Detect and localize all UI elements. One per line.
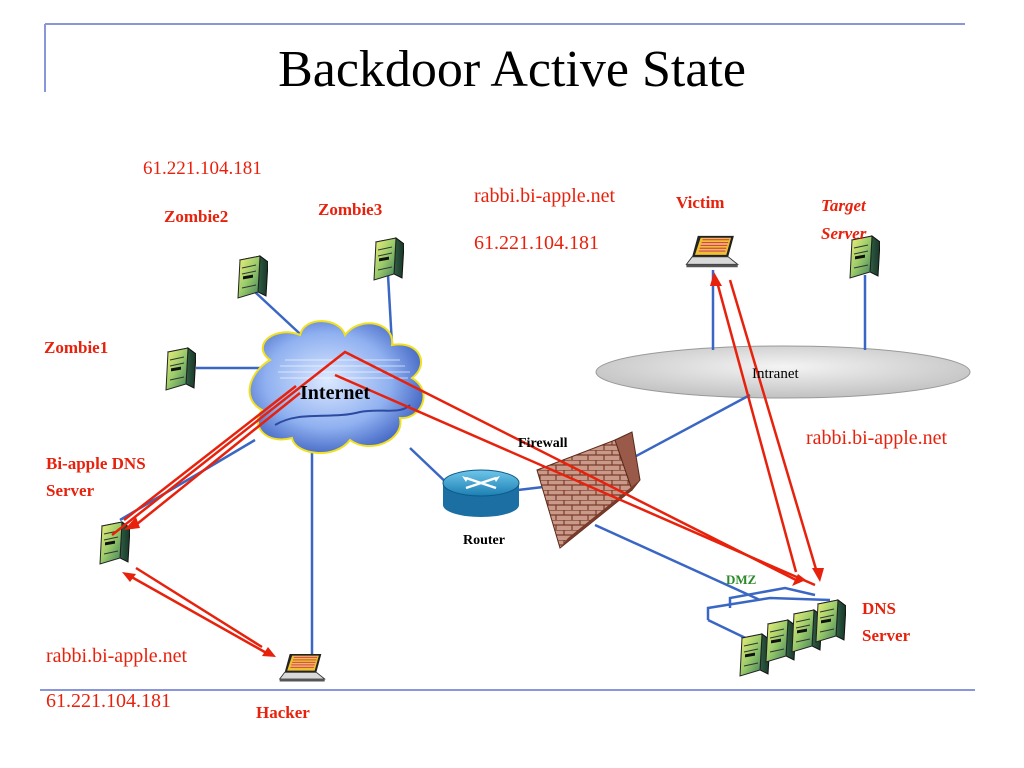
- attack-paths: [111, 272, 824, 657]
- bi-apple-dns-label-line2: Server: [46, 481, 95, 500]
- hacker-laptop-icon: [279, 653, 326, 683]
- zombie3-label: Zombie3: [318, 200, 383, 219]
- dmz-bus-3: [728, 586, 816, 608]
- target-server-label-line1: Target: [821, 196, 866, 215]
- firewall-icon: [536, 431, 641, 549]
- dmz-label: DMZ: [726, 572, 757, 587]
- path-internet-dns-1: [111, 350, 801, 584]
- zombie2-label: Zombie2: [164, 207, 229, 226]
- dmz-bus-1: [706, 596, 831, 620]
- path-bi-dns-internet-2: [123, 385, 297, 521]
- path-bi-dns-hacker-2: [135, 566, 263, 649]
- target-server-label-line2: Server: [821, 224, 867, 243]
- bi-apple-dns-label-line1: Bi-apple DNS: [46, 454, 146, 473]
- domain-label-top: rabbi.bi-apple.net: [474, 185, 616, 207]
- path-bi-dns-internet-1: [131, 392, 301, 529]
- link-firewall-dmz: [594, 523, 761, 602]
- page-title: Backdoor Active State: [278, 41, 746, 98]
- zombie1-label: Zombie1: [44, 338, 109, 357]
- target-server-label: Target Server: [821, 192, 866, 248]
- zombie1-server-icon: [165, 347, 196, 391]
- internet-label: Internet: [300, 382, 370, 404]
- intranet-ellipse: [595, 345, 971, 399]
- domain-label-bottom: rabbi.bi-apple.net: [46, 645, 188, 667]
- dns-server-icon: [815, 599, 846, 643]
- dns-server-label-line1: DNS: [862, 599, 897, 618]
- path-victim-dns-2: [728, 279, 820, 577]
- dns-server-label-line2: Server: [862, 626, 911, 645]
- network-links: [119, 270, 867, 668]
- victim-laptop-icon: [685, 235, 739, 268]
- ip-label-top: 61.221.104.181: [143, 158, 262, 179]
- path-bi-dns-hacker-1: [127, 573, 271, 657]
- ip-label-mid: 61.221.104.181: [474, 232, 599, 254]
- ip-label-bottom: 61.221.104.181: [46, 690, 171, 712]
- victim-label: Victim: [676, 193, 725, 212]
- dns-server-label: DNS Server: [862, 595, 910, 649]
- dmz-server-1-icon: [739, 633, 770, 677]
- router-icon: [442, 469, 520, 517]
- domain-label-right: rabbi.bi-apple.net: [806, 427, 948, 449]
- bi-apple-dns-server-icon: [99, 521, 130, 565]
- router-label: Router: [463, 533, 505, 548]
- bi-apple-dns-label: Bi-apple DNS Server: [46, 450, 146, 504]
- link-zombie3: [386, 274, 394, 346]
- zombie2-server-icon: [237, 255, 268, 299]
- path-victim-dns-1: [714, 277, 798, 573]
- firewall-label: Firewall: [518, 436, 568, 451]
- hacker-label: Hacker: [256, 703, 310, 722]
- intranet-label: Intranet: [752, 366, 799, 382]
- dmz-server-2-icon: [765, 619, 796, 663]
- path-internet-dns-2: [334, 373, 816, 587]
- zombie3-server-icon: [373, 237, 404, 281]
